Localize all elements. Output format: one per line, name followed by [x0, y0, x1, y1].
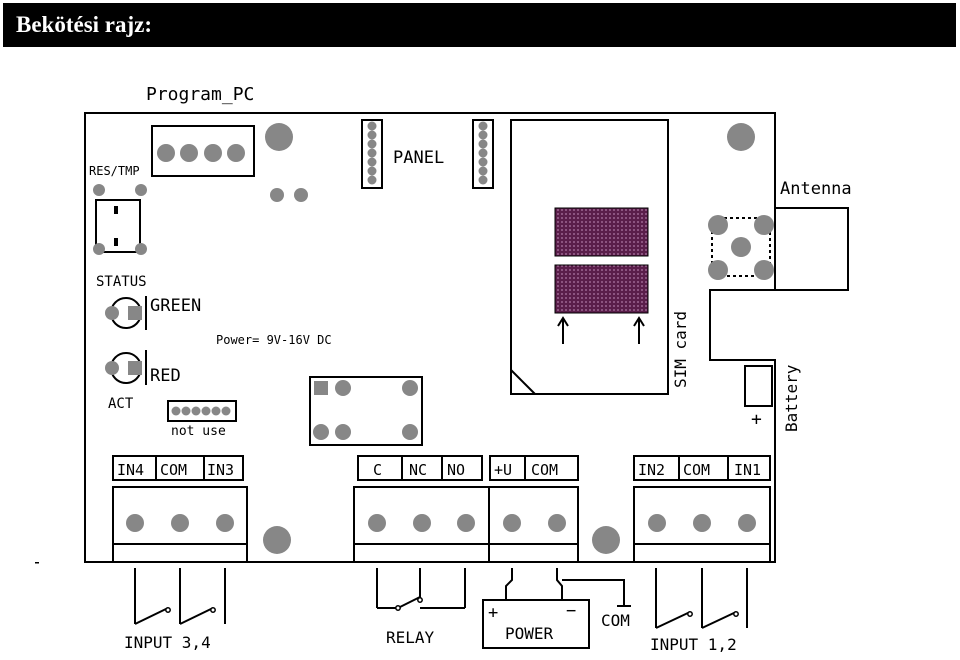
reset-button-body	[95, 199, 141, 253]
title-bar: Bekötési rajz:	[3, 3, 956, 47]
sim-card-holder	[510, 119, 669, 395]
res-tmp-label: RES/TMP	[89, 164, 140, 178]
not-use-header	[167, 400, 237, 422]
terminal-c: C	[373, 461, 382, 479]
act-label: ACT	[108, 396, 134, 412]
relay-body	[309, 376, 423, 446]
battery-plus-label: +	[751, 409, 762, 430]
terminal-block-input12	[633, 486, 771, 563]
antenna-connector	[774, 207, 849, 291]
terminal-no: NO	[447, 461, 465, 479]
tamper-switch	[711, 217, 771, 277]
power-box-label: POWER	[505, 624, 554, 643]
panel-header-left	[361, 119, 383, 189]
wiring	[134, 316, 748, 629]
pads	[93, 123, 774, 554]
terminal-in1: IN1	[734, 461, 761, 479]
terminal-com-c: COM	[683, 461, 710, 479]
terminal-in4: IN4	[117, 461, 144, 479]
terminal-com-b: COM	[531, 461, 558, 479]
terminal-in3: IN3	[207, 461, 234, 479]
battery-label: Battery	[782, 364, 801, 432]
sim-chip-top	[554, 207, 649, 257]
terminal-nc: NC	[409, 461, 427, 479]
input-12-label: INPUT 1,2	[650, 635, 737, 654]
not-use-label: not use	[171, 424, 226, 439]
page-title: Bekötési rajz:	[16, 12, 153, 37]
power-spec-label: Power= 9V-16V DC	[216, 333, 332, 347]
board-outline	[84, 112, 776, 563]
sim-chip-bottom	[554, 264, 649, 314]
green-led-label: GREEN	[150, 296, 201, 316]
terminal-com-a: COM	[160, 461, 187, 479]
terminal-block-input34	[112, 486, 248, 563]
terminal-plus-u: +U	[494, 461, 512, 479]
sim-card-label: SIM card	[671, 311, 690, 388]
power-plus-label: +	[488, 603, 498, 623]
power-box	[482, 599, 590, 649]
header-pins	[171, 121, 488, 416]
red-led-label: RED	[150, 366, 181, 386]
terminal-block-power	[488, 486, 579, 563]
relay-label: RELAY	[386, 628, 435, 647]
terminal-in2: IN2	[638, 461, 665, 479]
panel-header-right	[472, 119, 494, 189]
power-minus-label: −	[566, 601, 576, 621]
status-label: STATUS	[96, 274, 147, 290]
program-pc-label: Program_PC	[146, 84, 254, 105]
battery-holder	[744, 365, 773, 407]
input-34-label: INPUT 3,4	[124, 633, 211, 652]
antenna-label: Antenna	[780, 179, 852, 199]
panel-label: PANEL	[393, 148, 444, 168]
com-ground-label: COM	[601, 611, 630, 630]
program-pc-header	[151, 125, 255, 177]
